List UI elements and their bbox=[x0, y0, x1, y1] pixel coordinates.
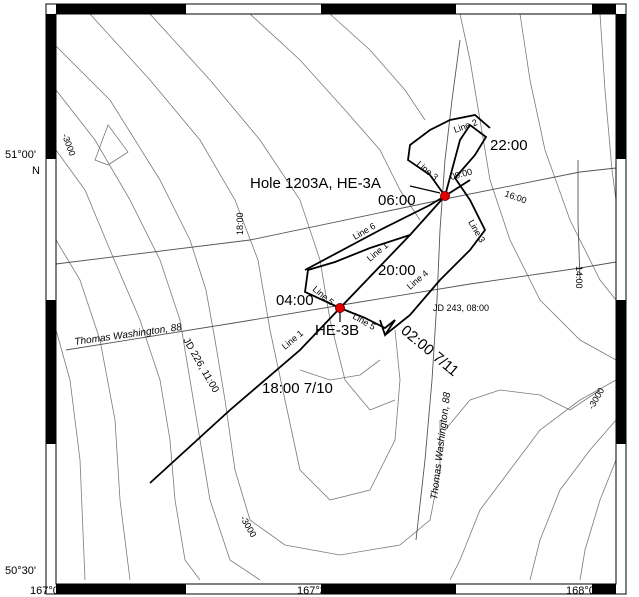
lon-label-167-00: 167°00'E bbox=[30, 585, 74, 597]
contour-line bbox=[249, 13, 421, 221]
contour-line bbox=[519, 13, 617, 301]
frame-bar bbox=[616, 300, 626, 444]
ship-label-thomas-washington-1: Thomas Washington, 88 bbox=[74, 322, 183, 348]
site-label-he-3b: HE-3B bbox=[315, 322, 359, 339]
site-he-3b-marker bbox=[335, 303, 345, 313]
contour-line bbox=[149, 13, 396, 411]
ship-label-thomas-washington-2: Thomas Washington, 88 bbox=[429, 391, 453, 500]
track-line-3 bbox=[407, 114, 491, 197]
contour-line bbox=[459, 13, 617, 361]
bathymetry-contours bbox=[55, 13, 617, 581]
track-line-5 bbox=[304, 234, 411, 309]
ship-track-east-side bbox=[577, 160, 581, 281]
contour-line bbox=[444, 389, 601, 431]
lon-label-167-30: 167°30' bbox=[297, 585, 334, 597]
contour-line bbox=[55, 149, 201, 581]
lat-label-50-30: 50°30' bbox=[5, 565, 36, 577]
site-hole-1203a-marker bbox=[440, 191, 450, 201]
frame-bar bbox=[616, 14, 626, 159]
time-label-22: 22:00 bbox=[490, 137, 528, 154]
frame-bar bbox=[592, 4, 616, 14]
lat-label-51-00: 51°00' bbox=[5, 149, 36, 161]
time-label-18-7-10: 18:00 7/10 bbox=[262, 380, 333, 397]
frame-bar bbox=[321, 4, 456, 14]
contour-line bbox=[55, 89, 261, 581]
lat-label-n: N bbox=[32, 165, 40, 177]
map-frame bbox=[45, 3, 627, 595]
track-line-6 bbox=[304, 195, 446, 271]
ship-track-thomas-washington-east-west bbox=[55, 167, 617, 265]
time-label-20: 20:00 bbox=[378, 262, 416, 279]
small-time-label-14: 14:00 bbox=[574, 266, 584, 289]
contour-label-1: -3000 bbox=[60, 132, 77, 157]
track-line-5b bbox=[339, 307, 396, 338]
frame-bar bbox=[46, 300, 56, 444]
contour-label-3: -3000 bbox=[586, 386, 606, 411]
time-label-06: 06:00 bbox=[378, 192, 416, 209]
track-line-2 bbox=[444, 123, 488, 197]
contour-line bbox=[55, 239, 131, 581]
time-label-02-7-11: 02:00 7/11 bbox=[397, 322, 461, 380]
frame-bar bbox=[592, 584, 616, 594]
contour-line bbox=[94, 124, 129, 166]
contour-line bbox=[529, 419, 617, 581]
contour-line bbox=[579, 459, 617, 581]
line-label-3a: Line 3 bbox=[415, 159, 440, 182]
track-line-1 bbox=[149, 179, 471, 484]
frame-bar bbox=[321, 584, 456, 594]
ship-label-jd-243: JD 243, 08:00 bbox=[433, 303, 489, 313]
ship-label-jd-226: JD 226, 11:00 bbox=[180, 336, 221, 395]
lon-label-168-00: 168°00' bbox=[566, 585, 603, 597]
contour-line bbox=[449, 379, 617, 581]
site-label-hole-1203a: Hole 1203A, HE-3A bbox=[250, 175, 381, 192]
contour-line bbox=[329, 13, 426, 121]
frame-bar bbox=[56, 4, 186, 14]
contour-label-2: -3000 bbox=[238, 514, 258, 539]
small-time-label-16: 16:00 bbox=[503, 188, 528, 205]
frame-bar bbox=[46, 14, 56, 159]
contour-line bbox=[89, 13, 401, 501]
ship-track-jd-226 bbox=[415, 39, 461, 541]
ship-track-thomas-washington-1988 bbox=[65, 261, 617, 351]
frame-bar bbox=[56, 584, 186, 594]
hole-1203a-leader bbox=[409, 185, 441, 194]
track-line-4 bbox=[384, 177, 487, 336]
other-ship-tracks bbox=[55, 39, 617, 541]
contour-line bbox=[299, 359, 381, 381]
contour-line bbox=[599, 13, 617, 201]
small-time-label-18: 18:00 bbox=[235, 212, 245, 235]
contour-line bbox=[55, 329, 86, 581]
contour-line bbox=[55, 45, 441, 556]
time-label-04: 04:00 bbox=[276, 292, 314, 309]
